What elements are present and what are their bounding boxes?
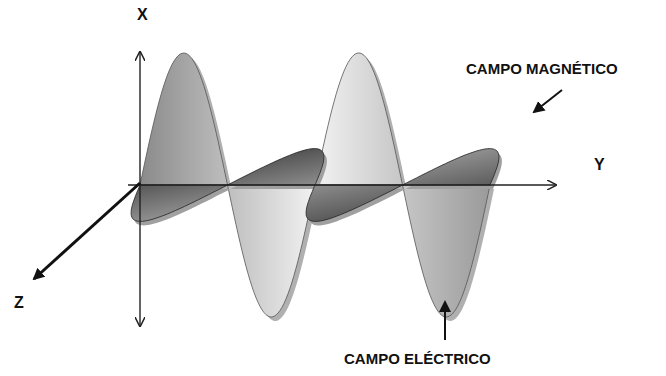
y-axis (128, 184, 556, 185)
leader-arrow (534, 90, 562, 112)
axis-label: Y (594, 156, 605, 174)
axis-label: X (137, 6, 148, 24)
field-label: CAMPO ELÉCTRICO (344, 350, 491, 367)
z-axis (34, 183, 140, 279)
leader-arrow (444, 302, 446, 340)
x-axis (139, 52, 140, 326)
axis-label: Z (14, 294, 24, 312)
field-label: CAMPO MAGNÉTICO (466, 60, 618, 77)
